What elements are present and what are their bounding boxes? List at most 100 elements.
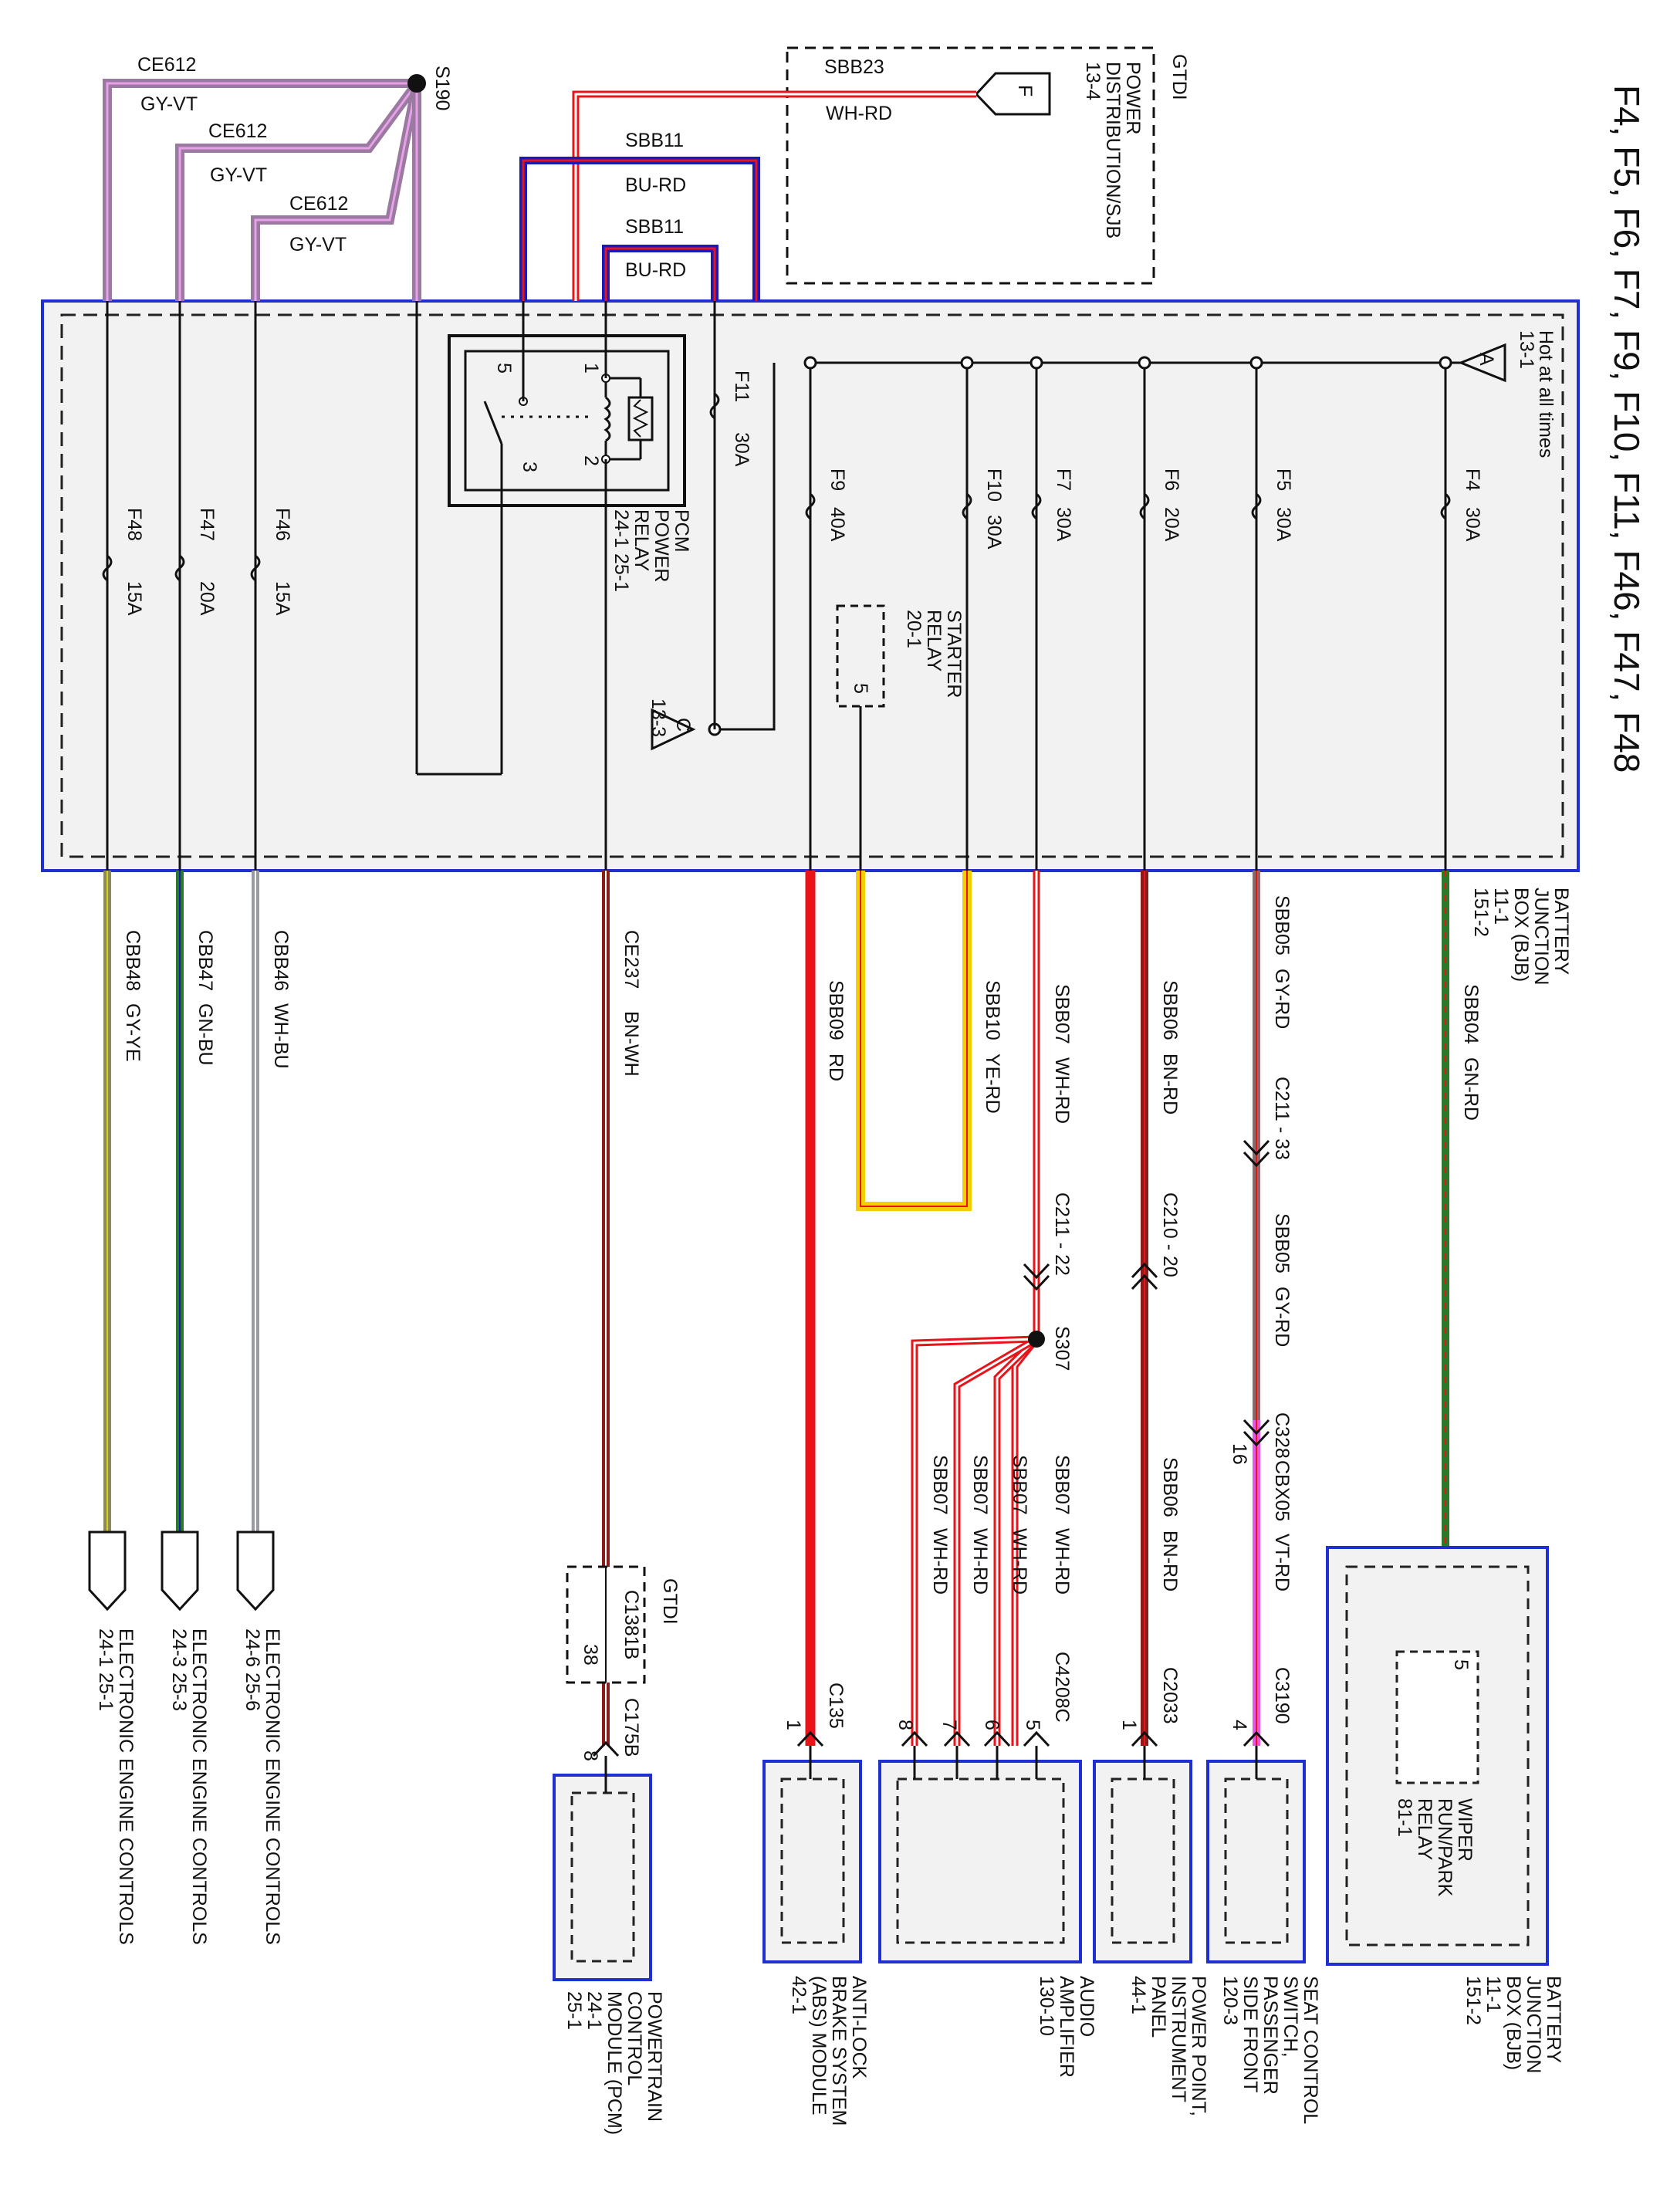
fuse-f11-label: F11 30A [731,370,752,467]
diagram-title: F4, F5, F6, F7, F9, F10, F11, F46, F47, … [1607,85,1647,773]
wire-label: SBB07 WH-RD [1009,1455,1030,1595]
connector-pin: 4 [1229,1720,1250,1730]
splice-s307-dot [1028,1331,1045,1348]
audio-amplifier-label: AUDIO AMPLIFIER 130-10 [1036,1976,1097,2078]
wire-cbx05-label: CBX05 VT-RD [1271,1460,1293,1591]
connector-pin: 7 [938,1720,960,1730]
wire-color: BN-RD [1159,1530,1181,1591]
connector-f-label: F [1014,85,1036,96]
connector-arrow-icon [1131,1730,1158,1747]
component-label-line: BRAKE SYSTEM [828,1976,850,2126]
seat-switch-label: SEAT CONTROL SWITCH, PASSENGER SIDE FRON… [1219,1976,1321,2124]
wiper-relay-label: WIPER RUN/PARK RELAY 81-1 [1394,1798,1476,1897]
component-label-line: AUDIO [1076,1976,1097,2037]
wire-color: WH-RD [1051,1057,1073,1124]
eec-label-text: ELECTRONIC ENGINE CONTROLS [188,1629,210,1945]
wire-circuit: SBB07 [969,1455,991,1515]
component-label-line: SEAT CONTROL [1300,1976,1321,2124]
wire-label: SBB07 WH-RD [969,1455,991,1595]
wire-circuit: CBB48 [122,930,144,991]
pcm-relay-outer [448,334,686,507]
fuse-id: F11 [731,370,752,402]
connector-pin: 1 [1118,1720,1140,1730]
connector-pin: 6 [981,1720,1002,1730]
component-label-line: 25-1 [563,1991,585,2030]
bjb-label-line: BATTERY [1550,888,1572,975]
wire-color: GY-VT [289,234,347,255]
fuse-id: F47 [196,508,218,541]
wiper-label-line: 81-1 [1394,1798,1415,1837]
inline-connector-name: C211 - 22 [1051,1192,1073,1276]
fuse-amps: 15A [272,581,293,616]
connector-arrow-icon [592,1740,620,1757]
component-label-line: PANEL [1148,1976,1169,2038]
wire-color: BN-RD [1159,1054,1181,1114]
gtdi-top-line: POWER [1122,62,1144,134]
relay-coil-loops [604,396,611,442]
fuse-id: F7 [1053,468,1074,491]
relay-pin: 2 [580,455,602,466]
wiper-label-line: RUN/PARK [1434,1798,1456,1897]
wire-color: WH-RD [1009,1528,1030,1595]
inline-c211-22: C211 - 22 [1051,1192,1073,1276]
eec-label-46: ELECTRONIC ENGINE CONTROLS 24-6 25-6 [242,1629,283,1945]
relay-label-line: 24-1 25-1 [610,509,632,592]
pcm-module-label: POWERTRAIN CONTROL MODULE (PCM) 24-1 25-… [563,1991,665,2135]
connector-arrow-icon [1243,1730,1270,1747]
relay-pin: 3 [519,462,540,472]
eec-label-text: ELECTRONIC ENGINE CONTROLS [262,1629,283,1945]
fuse-id: F4 [1462,468,1483,491]
fuse-amps: 15A [123,581,145,616]
component-label-line: 120-3 [1219,1976,1241,2025]
wire-circuit: SBB06 [1159,1457,1181,1517]
wire-circuit: SBB05 [1271,895,1293,955]
audio-amplifier-box [878,1760,1082,1963]
component-label-line: AMPLIFIER [1056,1976,1077,2078]
wire-circuit: SBB23 [824,56,884,78]
inline-connector-icon [1023,1263,1050,1291]
wire-color: WH-RD [1051,1528,1073,1595]
wire-color: RD [825,1054,847,1081]
wire-color: GY-RD [1271,969,1293,1029]
fuse-id: F10 [983,468,1005,502]
wire-circuit: SBB05 [1271,1213,1293,1273]
splice-s190-label: S190 [431,66,453,110]
wire-circuit: SBB04 [1460,984,1482,1044]
wiper-label-line: WIPER [1454,1798,1476,1862]
audio-stub-wires [913,1746,1038,1779]
wire-sbb06-label: SBB06 BN-RD [1159,980,1181,1114]
bjb-label-line: 11-1 [1490,888,1512,925]
component-label-line: INSTRUMENT [1168,1976,1189,2102]
pcm-module-box [553,1774,652,1981]
splice-s190-dot [407,74,426,93]
wire-sbb07-label: SBB07 WH-RD [1051,984,1073,1124]
fuse-f9-label: F9 40A [827,468,848,542]
wire-circuit: CE237 [620,930,642,989]
component-label-line: POWERTRAIN [644,1991,665,2122]
fuse-f7-label: F7 30A [1053,468,1074,542]
connector-c-label: C [672,718,694,732]
wire-color: BN-WH [620,1011,642,1077]
connector-name: C2033 [1159,1667,1181,1724]
hot-ref-text: 13-1 [1516,330,1537,369]
fuse-amps: 40A [827,507,848,542]
wire-circuit: SBB06 [1159,980,1181,1040]
fuse-f48-label: F48 15A [123,508,145,616]
bjb2-label: BATTERY JUNCTION BOX (BJB) 11-1 151-2 [1462,1976,1564,2073]
inline-c211-33: C211 - 33 [1271,1077,1293,1160]
eec-ref-text: 24-3 25-3 [168,1629,190,1711]
starter-relay-box [836,604,885,708]
gtdi-bottom-label: GTDI [659,1578,681,1625]
wire-cbb48-label: CBB48 GY-YE [122,930,144,1062]
wire-color: GN-RD [1460,1057,1482,1121]
wire-sbb05-label: SBB05 GY-RD [1271,895,1293,1029]
wiper-relay-box [1395,1650,1479,1784]
component-label-line: SWITCH, [1280,1976,1301,2058]
eec-terminal-icons [88,1530,275,1612]
wire-circuit: SBB07 [929,1455,951,1515]
wire-circuit: CE612 [208,120,267,142]
wire-cbb47-label: CBB47 GN-BU [194,930,216,1066]
gtdi-top-label: GTDI [1168,54,1190,100]
power-point-box [1093,1760,1192,1963]
wire-ce612 [103,79,421,301]
